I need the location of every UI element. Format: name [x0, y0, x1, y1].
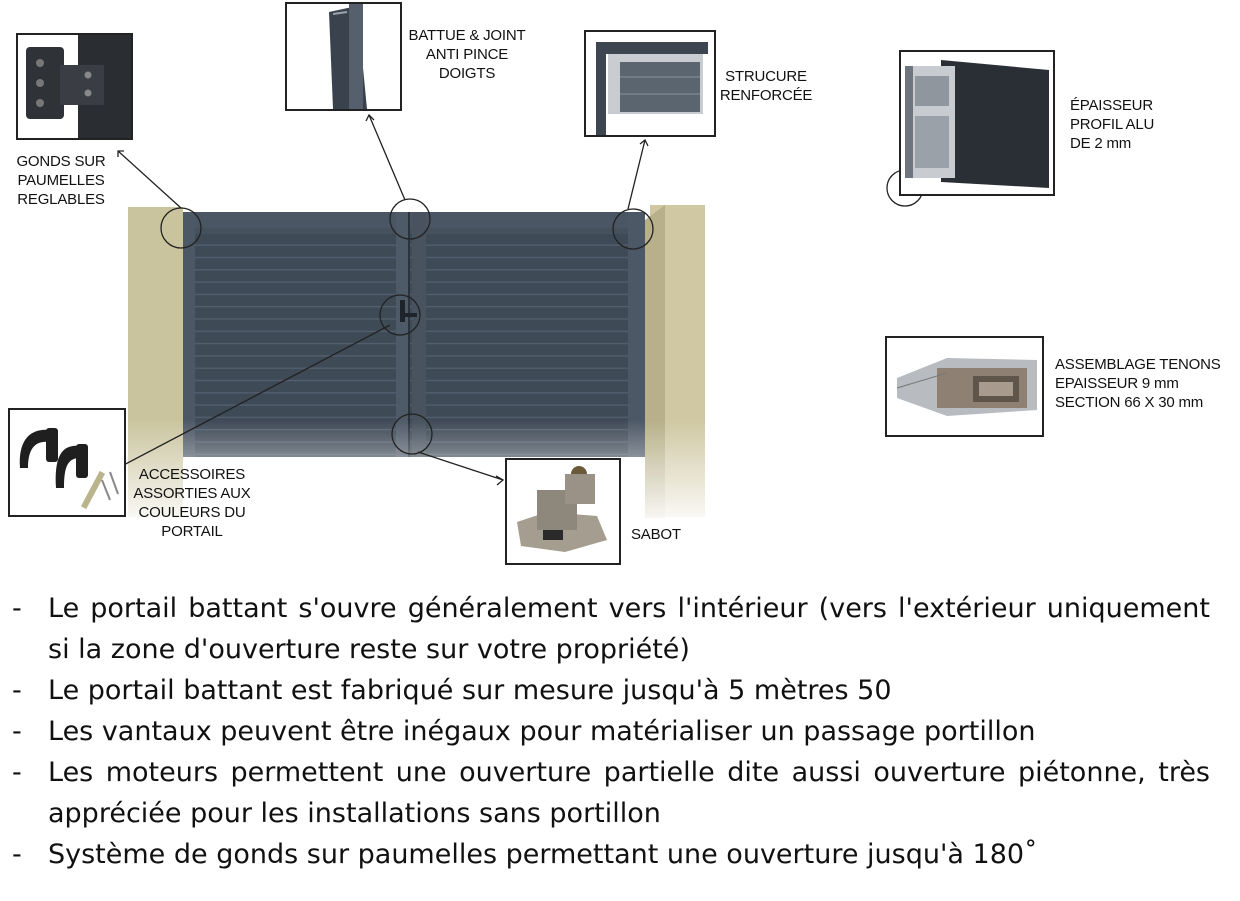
list-item-text: Les moteurs permettent une ouverture par…	[48, 757, 1210, 829]
accessories-inset	[8, 408, 126, 517]
battue-icon	[329, 4, 367, 109]
handle-detail-circle	[379, 294, 421, 336]
list-item: -Le portail battant est fabriqué sur mes…	[10, 670, 1210, 711]
callout-arrows	[117, 113, 649, 486]
list-item: -Les vantaux peuvent être inégaux pour m…	[10, 711, 1210, 752]
gate-illustration	[117, 113, 924, 530]
list-item: -Le portail battant s'ouvre généralement…	[10, 588, 1210, 670]
callout-sabot: SABOT	[631, 526, 681, 543]
profile-icon	[905, 60, 1049, 188]
callout-accessoires: ACCESSOIRES ASSORTIES AUX COULEURS DU PO…	[133, 466, 251, 540]
structure-detail-circle	[612, 208, 654, 250]
handle-icon	[19, 428, 119, 510]
tenons-inset	[885, 336, 1044, 437]
bullet-dash: -	[12, 757, 22, 788]
sabot-detail-circle	[391, 413, 433, 455]
callout-structure: STRUCURE RENFORCÉE	[719, 68, 813, 104]
list-item-text: Système de gonds sur paumelles permettan…	[48, 839, 1038, 870]
callout-epaisseur: ÉPAISSEUR PROFIL ALU DE 2 mm	[1070, 97, 1155, 152]
hinge-icon	[26, 35, 131, 138]
joint-detail-circle	[389, 198, 431, 240]
bullet-dash: -	[12, 675, 22, 706]
list-item: -Système de gonds sur paumelles permetta…	[10, 834, 1210, 875]
callout-assemblage: ASSEMBLAGE TENONS EPAISSEUR 9 mm SECTION…	[1055, 356, 1221, 411]
structure-icon	[596, 42, 708, 135]
sabot-icon	[517, 466, 607, 552]
list-item-text: Le portail battant est fabriqué sur mesu…	[48, 675, 892, 706]
sabot-inset	[505, 458, 621, 565]
tenons-icon	[896, 358, 1037, 416]
list-item-text: Le portail battant s'ouvre généralement …	[48, 593, 1210, 665]
structure-inset	[584, 30, 716, 137]
gate-leaves	[183, 212, 645, 457]
bullet-dash: -	[12, 716, 22, 747]
list-item: -Les moteurs permettent une ouverture pa…	[10, 752, 1210, 834]
callout-battue: BATTUE & JOINT ANTI PINCE DOIGTS	[408, 27, 526, 82]
gate-diagram: GONDS SUR PAUMELLES REGLABLES BATTUE & J…	[8, 2, 1221, 565]
profile-inset	[899, 50, 1055, 196]
callout-gonds: GONDS SUR PAUMELLES REGLABLES	[16, 153, 106, 208]
list-item-text: Les vantaux peuvent être inégaux pour ma…	[48, 716, 1036, 747]
feature-list: -Le portail battant s'ouvre généralement…	[10, 588, 1210, 875]
bullet-dash: -	[12, 593, 22, 624]
hinge-inset	[16, 33, 133, 140]
bullet-dash: -	[12, 839, 22, 870]
battue-inset	[285, 2, 402, 111]
